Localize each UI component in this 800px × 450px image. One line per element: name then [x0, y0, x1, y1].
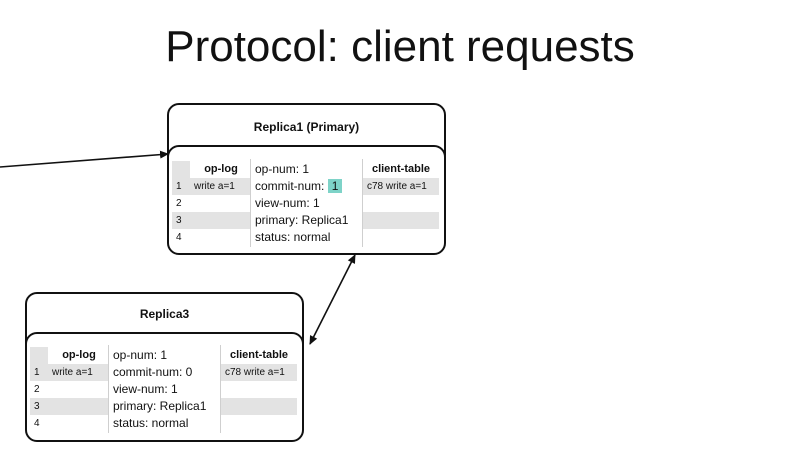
- client-table-header: client-table: [229, 349, 289, 361]
- oplog-row: 1 write a=1: [30, 364, 108, 381]
- oplog-row: 2: [30, 381, 108, 398]
- view-num: view-num: 1: [113, 382, 178, 396]
- oplog-index: 3: [34, 401, 40, 412]
- oplog-row: 3: [172, 212, 250, 229]
- client-table-row: [221, 398, 297, 415]
- oplog-entry: write a=1: [194, 181, 235, 192]
- replica3-box: Replica3 op-log 1 write a=1 2 3 4 op-num:…: [25, 292, 304, 444]
- replica1-body: [167, 145, 446, 255]
- oplog-header: op-log: [30, 347, 108, 364]
- oplog-header: op-log: [172, 161, 250, 178]
- client-table-row: [363, 229, 439, 246]
- replica1-state: op-num: 1 commit-num: 1 view-num: 1 prim…: [255, 161, 348, 246]
- client-table-row: c78 write a=1: [363, 178, 439, 195]
- status: status: normal: [255, 230, 331, 244]
- replica3-name: Replica3: [139, 307, 190, 321]
- divider: [220, 345, 221, 433]
- oplog-index: 2: [34, 384, 40, 395]
- oplog-row: 3: [30, 398, 108, 415]
- oplog-row: 2: [172, 195, 250, 212]
- slide-title: Protocol: client requests: [165, 22, 635, 71]
- client-table-row: [221, 381, 297, 398]
- replica1-replica3-arrow: [309, 254, 356, 345]
- replica1-oplog: op-log 1 write a=1 2 3 4: [172, 161, 250, 246]
- client-table-header: client-table: [371, 163, 431, 175]
- primary: primary: Replica1: [255, 213, 349, 227]
- replica1-client-table: client-table c78 write a=1: [363, 161, 439, 246]
- client-table-row: c78 write a=1: [221, 364, 297, 381]
- oplog-row: 4: [172, 229, 250, 246]
- commit-num: commit-num: 0: [113, 365, 193, 379]
- oplog-index: 1: [34, 367, 40, 378]
- view-num: view-num: 1: [255, 196, 320, 210]
- oplog-index: 3: [176, 215, 182, 226]
- replica3-state: op-num: 1 commit-num: 0 view-num: 1 prim…: [113, 347, 206, 432]
- client-table-row: [363, 195, 439, 212]
- commit-num-highlight: 1: [327, 179, 343, 193]
- client-request-arrow: [0, 150, 169, 168]
- oplog-index: 1: [176, 181, 182, 192]
- commit-num: commit-num: 1: [255, 178, 348, 195]
- divider: [250, 159, 251, 247]
- oplog-index: 2: [176, 198, 182, 209]
- oplog-entry: write a=1: [52, 367, 93, 378]
- oplog-index: 4: [34, 418, 40, 429]
- status: status: normal: [113, 416, 189, 430]
- oplog-row: 1 write a=1: [172, 178, 250, 195]
- replica3-client-table: client-table c78 write a=1: [221, 347, 297, 432]
- replica1-box: Replica1 (Primary) op-log 1 write a=1 2 3…: [167, 103, 446, 255]
- divider: [108, 345, 109, 433]
- replica3-oplog: op-log 1 write a=1 2 3 4: [30, 347, 108, 432]
- client-table-row: [221, 415, 297, 432]
- primary: primary: Replica1: [113, 399, 207, 413]
- divider: [362, 159, 363, 247]
- oplog-index: 4: [176, 232, 182, 243]
- op-num: op-num: 1: [255, 162, 310, 176]
- client-table-row: [363, 212, 439, 229]
- oplog-row: 4: [30, 415, 108, 432]
- replica1-name: Replica1 (Primary): [253, 120, 360, 134]
- op-num: op-num: 1: [113, 348, 168, 362]
